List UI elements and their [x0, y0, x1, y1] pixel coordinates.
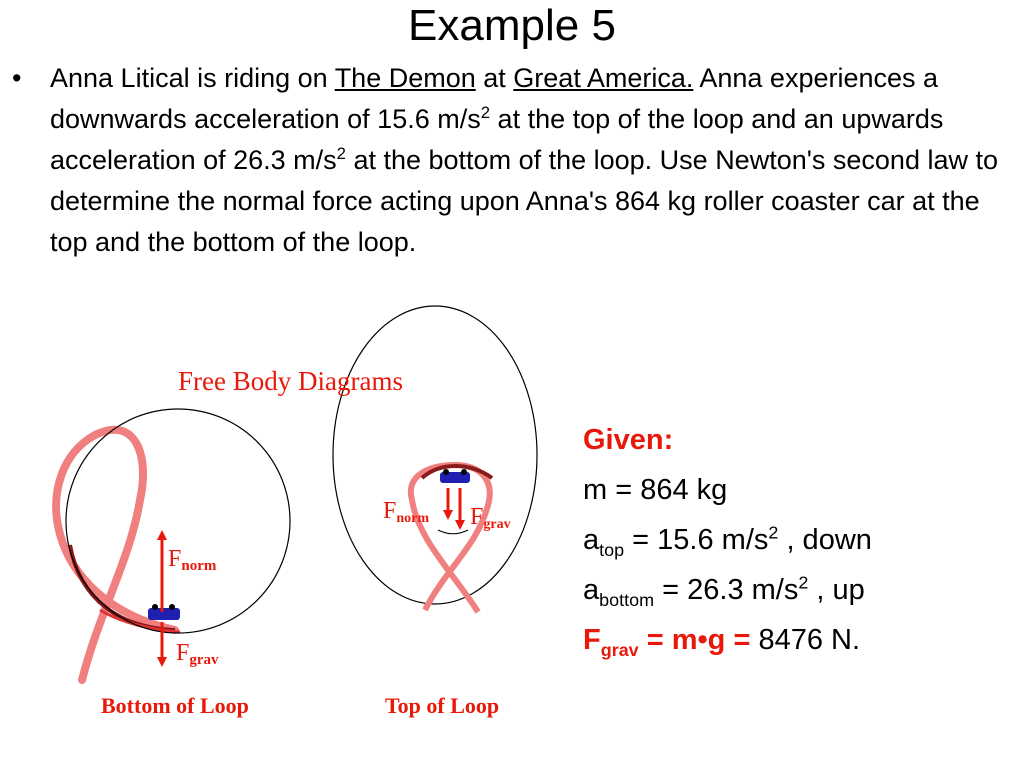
given-fgrav: Fgrav = m•g = 8476 N. — [583, 615, 872, 665]
problem-text: Anna Litical is riding on The Demon at G… — [50, 58, 1012, 263]
given-mass: m = 864 kg — [583, 474, 728, 506]
bottom-fgrav-label: Fgrav — [176, 640, 219, 668]
bullet-marker: • — [12, 63, 22, 93]
fgrav-sub: grav — [600, 639, 639, 660]
top-loop-caption: Top of Loop — [385, 693, 499, 718]
top-fgrav-label: Fgrav — [470, 504, 511, 532]
bottom-loop-caption: Bottom of Loop — [101, 693, 249, 718]
top-loop-track — [407, 461, 494, 614]
given-a-top: atop = 15.6 m/s2 , down — [583, 515, 872, 565]
superscript-2: 2 — [336, 144, 346, 163]
fgrav-var: F — [583, 624, 601, 656]
slide-title: Example 5 — [408, 1, 616, 50]
bottom-fnorm-label: Fnorm — [168, 546, 217, 574]
problem-text-2: at the top of the loop and an upwards ac… — [50, 104, 944, 175]
given-a-bottom: abottom = 26.3 m/s2 , up — [583, 565, 872, 615]
bottom-car-icon — [148, 604, 180, 620]
a-bottom-direction: , up — [808, 574, 865, 606]
a-bottom-var: a — [583, 574, 600, 606]
a-top-var: a — [583, 524, 600, 556]
a-top-direction: , down — [778, 524, 872, 556]
top-car-icon — [440, 469, 470, 483]
a-bottom-sub: bottom — [599, 589, 655, 610]
a-top-sub: top — [599, 539, 625, 560]
problem-bullet: • Anna Litical is riding on The Demon at… — [12, 58, 1012, 263]
superscript-2: 2 — [480, 103, 491, 122]
a-top-sup: 2 — [768, 522, 779, 543]
problem-text-3: at the bottom of the loop. Use Newton's … — [50, 145, 998, 257]
a-bottom-sup: 2 — [798, 572, 809, 593]
a-bottom-value: = 26.3 m/s — [654, 574, 799, 606]
problem-intro: Anna Litical is riding on — [50, 63, 335, 93]
park-name-link: Great America. — [513, 63, 694, 93]
fgrav-value: 8476 N. — [758, 624, 861, 656]
diagram-title: Free Body Diagrams — [178, 366, 403, 396]
bottom-highlight-circle — [65, 408, 291, 634]
given-heading: Given: — [583, 424, 674, 456]
ride-name-link: The Demon — [334, 63, 476, 93]
problem-at: at — [475, 63, 514, 93]
fgrav-equation: = m•g = — [638, 624, 759, 656]
top-highlight-ellipse — [332, 305, 538, 605]
given-block: Given: m = 864 kg atop = 15.6 m/s2 , dow… — [583, 415, 872, 665]
top-fnorm-label: Fnorm — [383, 498, 429, 526]
problem-text-1: Anna experiences a downwards acceleratio… — [50, 63, 939, 134]
a-top-value: = 15.6 m/s — [624, 524, 769, 556]
